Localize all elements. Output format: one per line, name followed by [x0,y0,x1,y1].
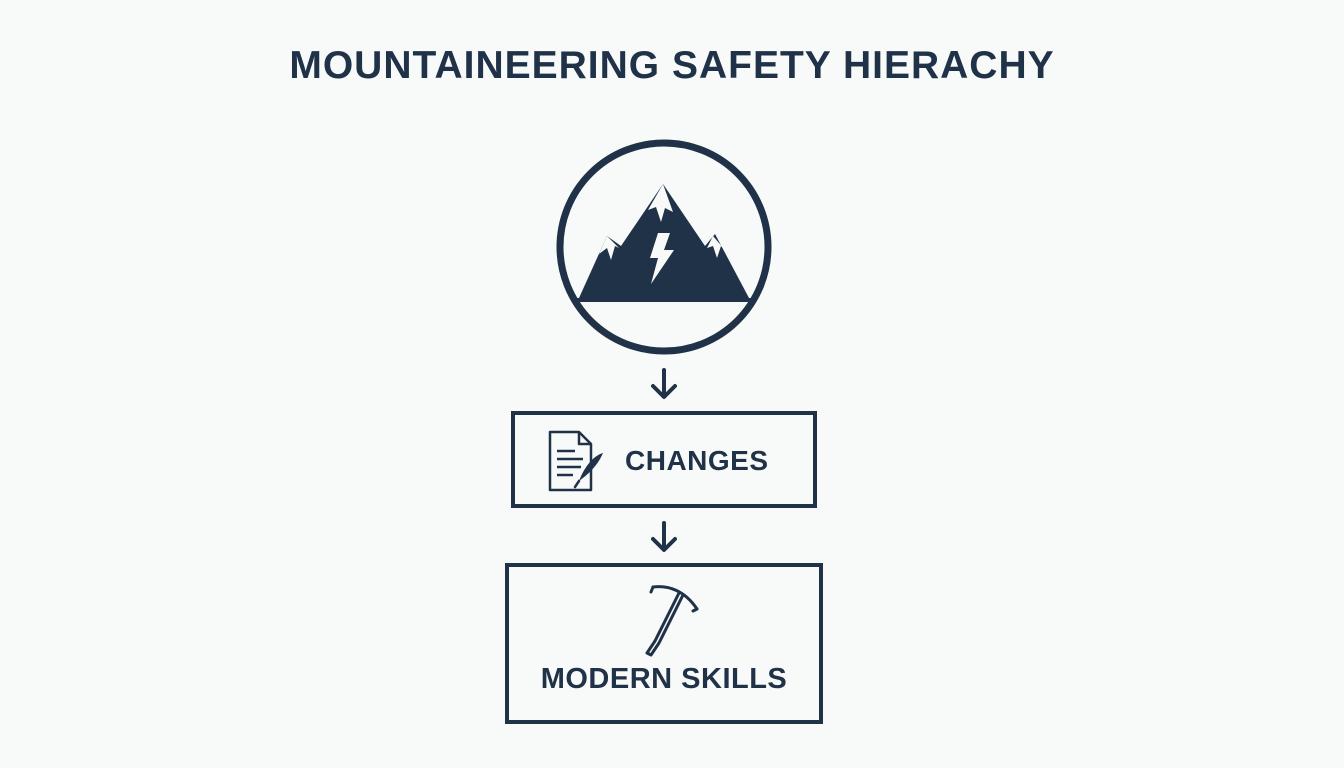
modern-skills-box: MODERN SKILLS [505,563,823,724]
ice-axe-icon [645,585,699,657]
changes-box: CHANGES [511,411,817,508]
changes-label: CHANGES [625,445,769,476]
mountain-lightning-icon [556,139,772,355]
arrow-down-icon [651,521,677,552]
document-quill-icon [548,430,603,492]
modern-skills-label: MODERN SKILLS [540,663,788,695]
diagram-title: MOUNTAINEERING SAFETY HIERACHY [289,44,1055,87]
arrow-down-icon [651,368,677,399]
